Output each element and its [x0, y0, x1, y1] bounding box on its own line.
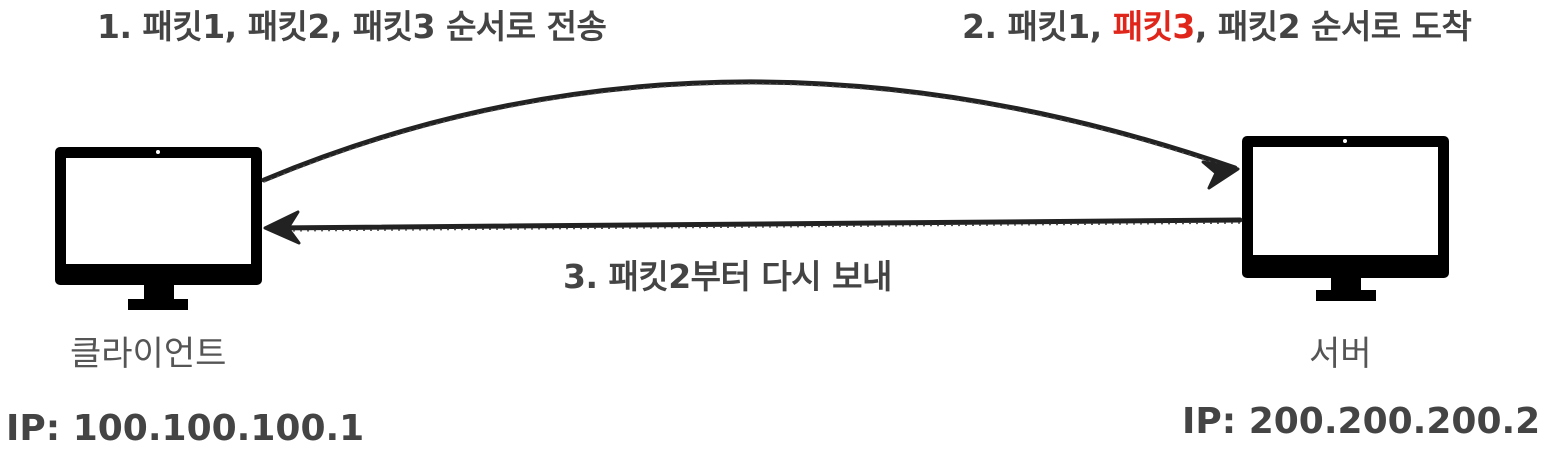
client-name: 클라이언트 [70, 334, 227, 374]
step-3-label: 3. 패킷2부터 다시 보내 [563, 257, 892, 296]
send-arrow [261, 79, 1240, 190]
server-name: 서버 [1309, 334, 1372, 374]
step-2-suffix: , 패킷2 순서로 도착 [1194, 7, 1472, 46]
step-2-label: 2. 패킷1, 패킷3, 패킷2 순서로 도착 [962, 7, 1472, 46]
step-2-highlight: 패킷3 [1112, 7, 1196, 46]
client-monitor-icon [55, 147, 262, 310]
server-monitor-icon [1242, 136, 1449, 301]
resend-arrow [263, 210, 1243, 245]
server-ip: IP: 200.200.200.2 [1182, 401, 1541, 442]
step-1-label: 1. 패킷1, 패킷2, 패킷3 순서로 전송 [97, 7, 607, 46]
client-ip: IP: 100.100.100.1 [6, 408, 365, 449]
step-2-prefix: 2. 패킷1, [962, 7, 1113, 46]
